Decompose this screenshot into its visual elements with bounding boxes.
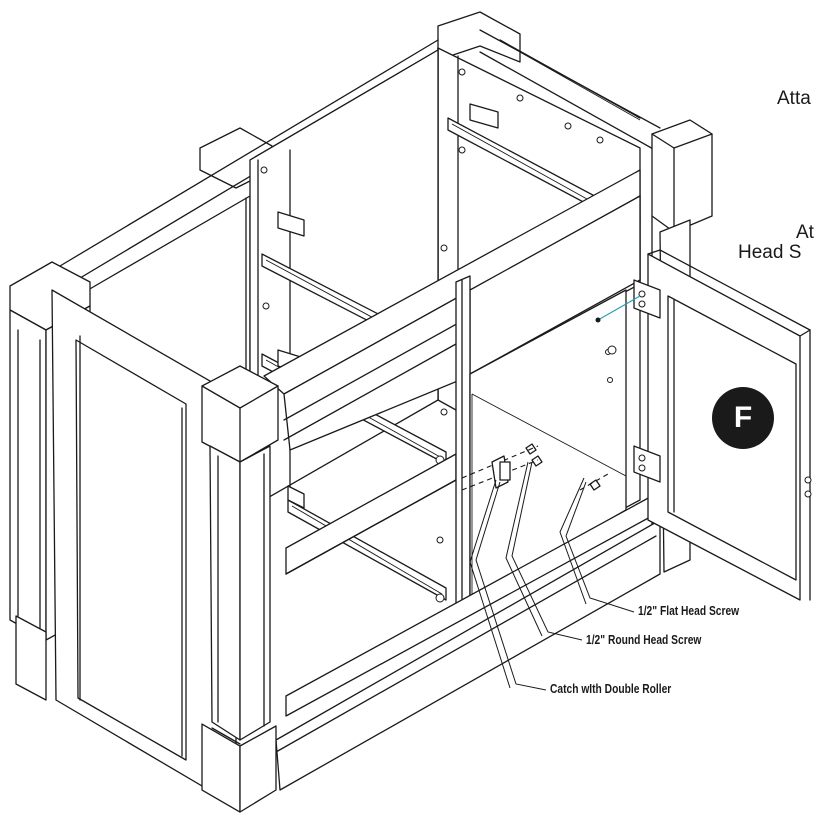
step-badge-letter: F [733, 401, 753, 434]
callout-flat-head-screw: 1/2" Flat Head Screw [638, 604, 740, 618]
step-badge: F [712, 387, 774, 449]
center-stile [455, 275, 471, 607]
corner-post-front-center [201, 365, 279, 813]
left-front-panel [51, 289, 237, 807]
callout-catch: Catch wIth Double Roller [550, 682, 672, 696]
callout-round-head-screw: 1/2" Round Head Screw [586, 633, 702, 647]
door-hinges [633, 279, 661, 483]
instruction-text-line-3: Head S [738, 242, 802, 263]
instruction-text-line-2: At [796, 222, 814, 243]
callout-leaders [469, 461, 635, 691]
right-compartment-interior [469, 289, 627, 601]
instruction-text-line-1: Atta [777, 88, 811, 109]
hardware-assembly [461, 295, 641, 491]
